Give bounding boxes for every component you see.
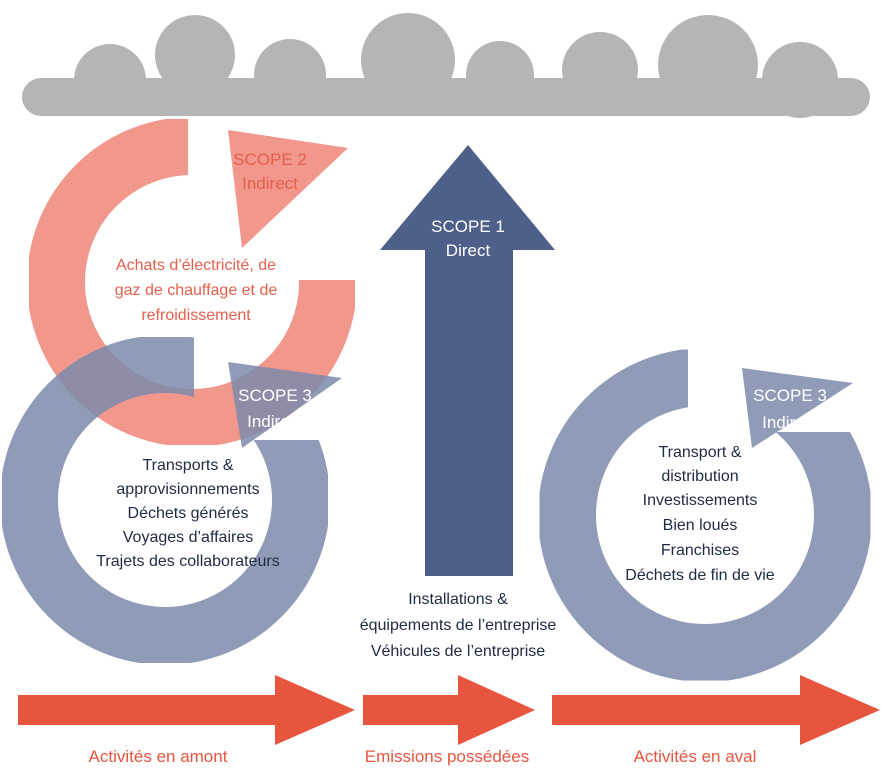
scope1-title: SCOPE 1 <box>431 217 505 236</box>
scope3-downstream-subtitle: Indirect <box>762 413 818 432</box>
scope3-downstream-line-1: Transport & <box>659 444 742 461</box>
scope2-title: SCOPE 2 <box>233 150 307 169</box>
scope3-upstream-cycle-arrow <box>0 335 342 665</box>
downstream-arrow <box>552 675 880 745</box>
label-upstream-activities: Activités en amont <box>89 747 228 766</box>
scope1-desc-line-2: équipements de l’entreprise <box>360 617 557 634</box>
scope2-desc-line-2: gaz de chauffage et de <box>115 282 278 299</box>
scope3-upstream-title: SCOPE 3 <box>238 386 312 405</box>
scope1-desc-line-3: Véhicules de l’entreprise <box>371 643 545 660</box>
scope1-subtitle: Direct <box>446 241 491 260</box>
scope3-downstream-line-4: Bien loués <box>663 517 738 534</box>
scope1-desc-line-1: Installations & <box>408 591 508 608</box>
scope3-upstream-line-3: Déchets générés <box>128 505 249 522</box>
scope3-downstream-title: SCOPE 3 <box>753 386 827 405</box>
scope3-upstream-line-1: Transports & <box>143 457 234 474</box>
owned-arrow <box>363 675 535 745</box>
scope2-desc-line-1: Achats d’électricité, de <box>116 257 276 274</box>
scope3-upstream-line-5: Trajets des collaborateurs <box>96 553 280 570</box>
scope1-up-arrow <box>380 145 555 576</box>
scope3-downstream-line-2: distribution <box>661 468 738 485</box>
scope2-cycle-arrow <box>27 117 357 447</box>
label-downstream-activities: Activités en aval <box>634 747 757 766</box>
scope3-upstream-line-4: Voyages d’affaires <box>123 529 253 546</box>
scope3-upstream-line-2: approvisionnements <box>116 481 259 498</box>
cloud-icon <box>22 13 870 118</box>
scope3-downstream-cycle-arrow <box>538 348 872 682</box>
scope2-subtitle: Indirect <box>242 174 298 193</box>
label-owned-emissions: Emissions possédées <box>365 747 529 766</box>
scope3-downstream-line-3: Investissements <box>643 492 758 509</box>
upstream-arrow <box>18 675 355 745</box>
scope3-upstream-subtitle: Indirect <box>247 412 303 431</box>
scope3-downstream-line-5: Franchises <box>661 542 739 559</box>
scope3-downstream-line-6: Déchets de fin de vie <box>625 567 775 584</box>
scope2-desc-line-3: refroidissement <box>141 307 251 324</box>
